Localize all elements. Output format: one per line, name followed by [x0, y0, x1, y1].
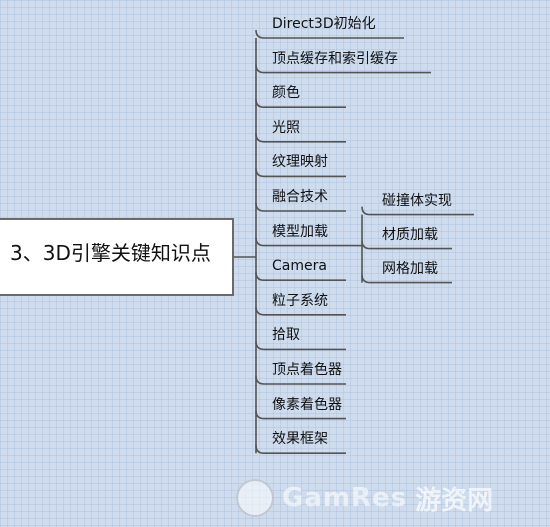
- connector-line: [255, 133, 346, 143]
- branch-node[interactable]: 颜色: [272, 85, 300, 102]
- sub-branch-node[interactable]: 碰撞体实现: [382, 192, 452, 209]
- branch-node[interactable]: 光照: [272, 119, 300, 136]
- connector-line: [255, 306, 346, 316]
- branch-node[interactable]: 纹理映射: [272, 154, 328, 171]
- connector-line: [255, 29, 404, 39]
- connector-line: [255, 237, 356, 247]
- branch-node[interactable]: Camera: [272, 258, 327, 275]
- branch-node[interactable]: 效果框架: [272, 431, 328, 448]
- connector-line: [255, 445, 346, 454]
- connector-line: [255, 168, 346, 178]
- connector-line: [255, 410, 346, 420]
- root-node[interactable]: 3、3D引擎关键知识点: [0, 218, 234, 296]
- watermark-logo-icon: [236, 479, 274, 517]
- branch-node[interactable]: 顶点着色器: [272, 362, 342, 378]
- root-label: 3、3D引擎关键知识点: [10, 241, 211, 265]
- connector-line: [361, 274, 452, 284]
- watermark: GamRes 游资网: [236, 478, 546, 518]
- branch-node[interactable]: Direct3D初始化: [272, 16, 376, 32]
- watermark-brand: GamRes: [282, 483, 408, 513]
- branch-node[interactable]: 融合技术: [272, 189, 328, 205]
- connector-line: [255, 341, 346, 351]
- sub-branch-node[interactable]: 材质加载: [382, 226, 438, 243]
- branch-node[interactable]: 顶点缓存和索引缓存: [272, 50, 398, 67]
- connector-line: [255, 64, 431, 74]
- connector-line: [255, 272, 346, 281]
- branch-node[interactable]: 拾取: [272, 327, 300, 344]
- branch-node[interactable]: 粒子系统: [272, 292, 328, 309]
- sub-branch-node[interactable]: 网格加载: [382, 260, 438, 277]
- branch-node[interactable]: 模型加载: [272, 223, 328, 240]
- branch-node[interactable]: 像素着色器: [272, 396, 342, 413]
- connector-line: [255, 99, 346, 108]
- connector-line: [361, 206, 474, 216]
- connector-line: [255, 375, 346, 385]
- connector-line: [255, 202, 346, 212]
- watermark-site: 游资网: [415, 485, 494, 516]
- connector-line: [361, 240, 452, 250]
